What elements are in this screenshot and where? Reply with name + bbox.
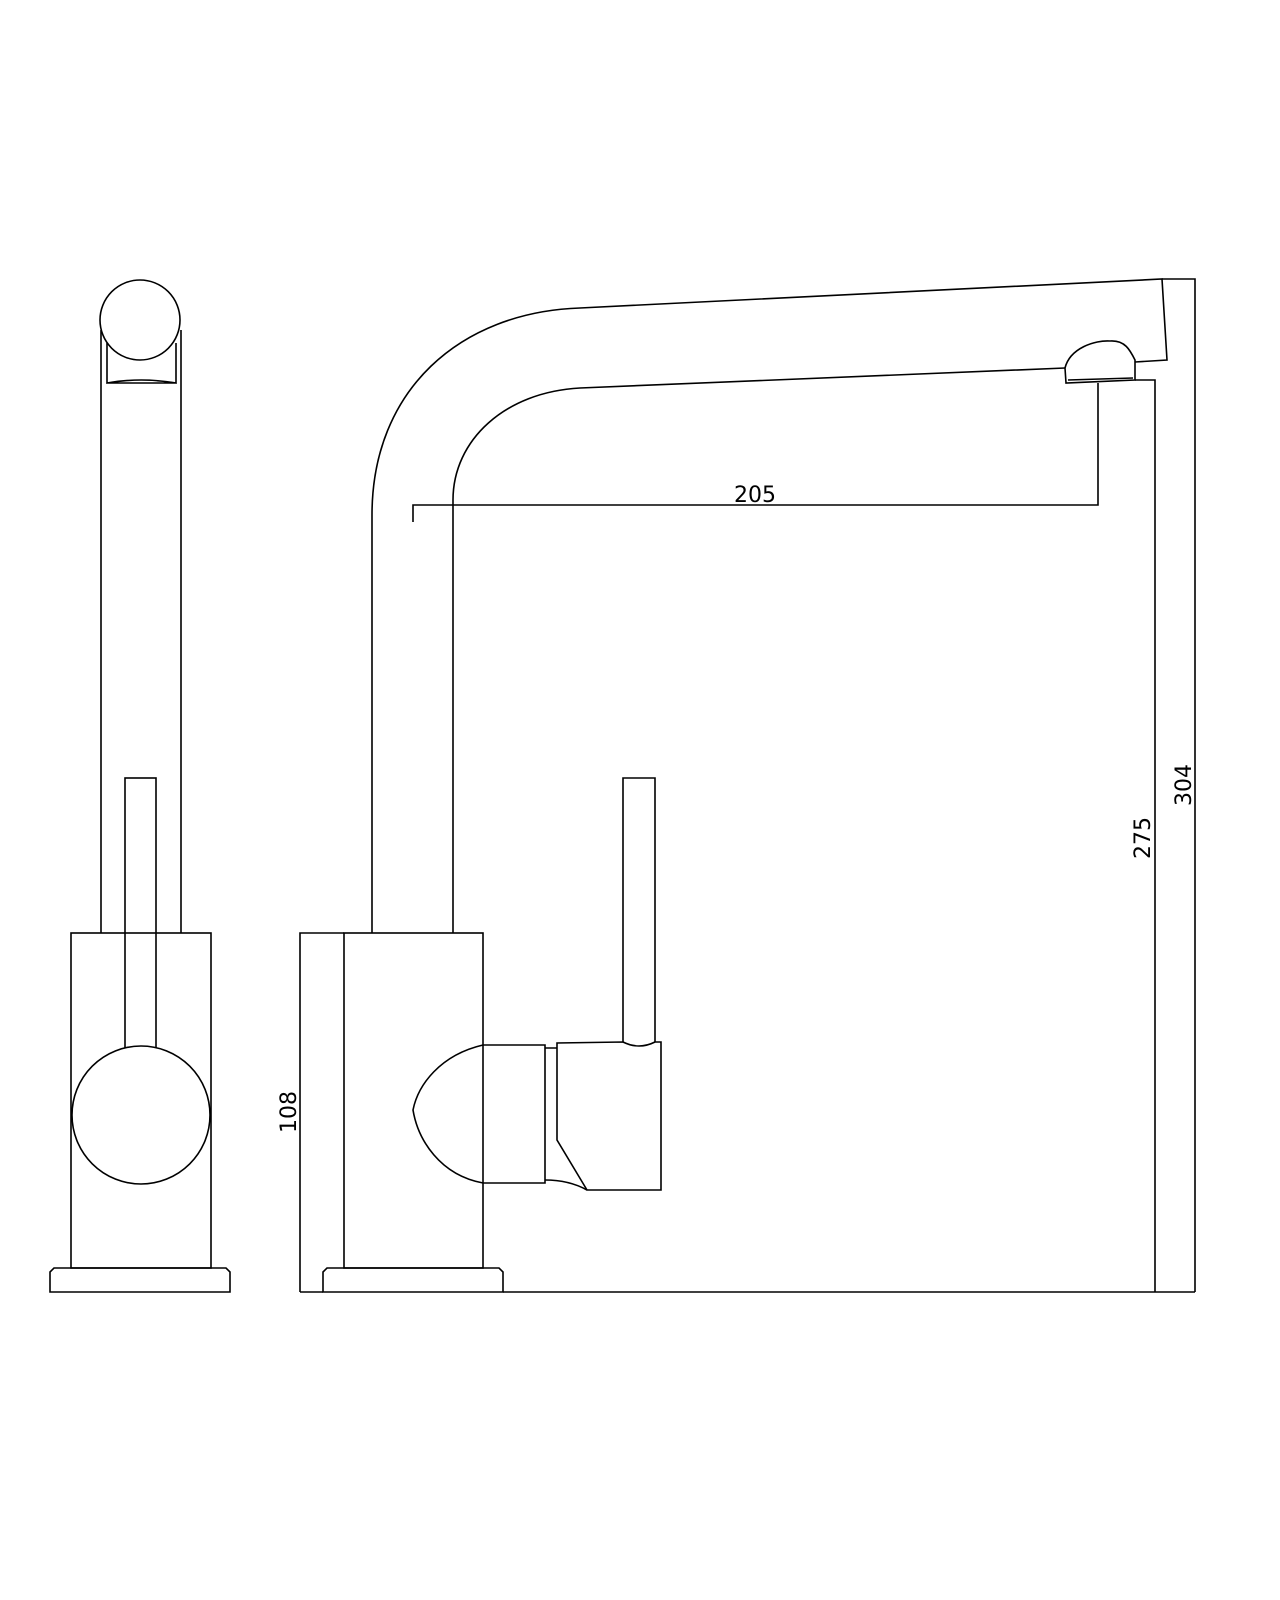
lever-front: [124, 777, 157, 1049]
dimension-304-label: 304: [1172, 764, 1197, 806]
lever-side: [622, 777, 656, 1042]
front-view: [49, 279, 231, 1293]
dimension-304-line: [1162, 278, 1196, 1292]
valve-dome: [412, 1044, 546, 1184]
spout-end-circle: [99, 279, 181, 361]
spout-inner: [452, 367, 1066, 933]
dimension-lines: 205 275 304 108: [277, 278, 1197, 1293]
base-side: [322, 1267, 504, 1293]
side-view: [322, 278, 1168, 1293]
valve-circle-front: [71, 1045, 211, 1185]
body-side: [343, 932, 484, 1269]
dimension-205-label: 205: [734, 483, 776, 508]
dimension-108-line: [299, 932, 344, 1292]
dimension-275-label: 275: [1131, 817, 1156, 859]
stem-front: [100, 330, 182, 933]
handle-side: [556, 1041, 662, 1191]
valve-collar: [544, 1047, 588, 1191]
base-front: [49, 1267, 231, 1293]
dimension-205-line: [412, 383, 1099, 522]
dimension-275-line: [1135, 379, 1156, 1292]
dimension-108-label: 108: [277, 1091, 302, 1133]
aerator-front: [106, 343, 177, 384]
spout-outer: [371, 278, 1168, 933]
aerator: [1064, 340, 1136, 384]
